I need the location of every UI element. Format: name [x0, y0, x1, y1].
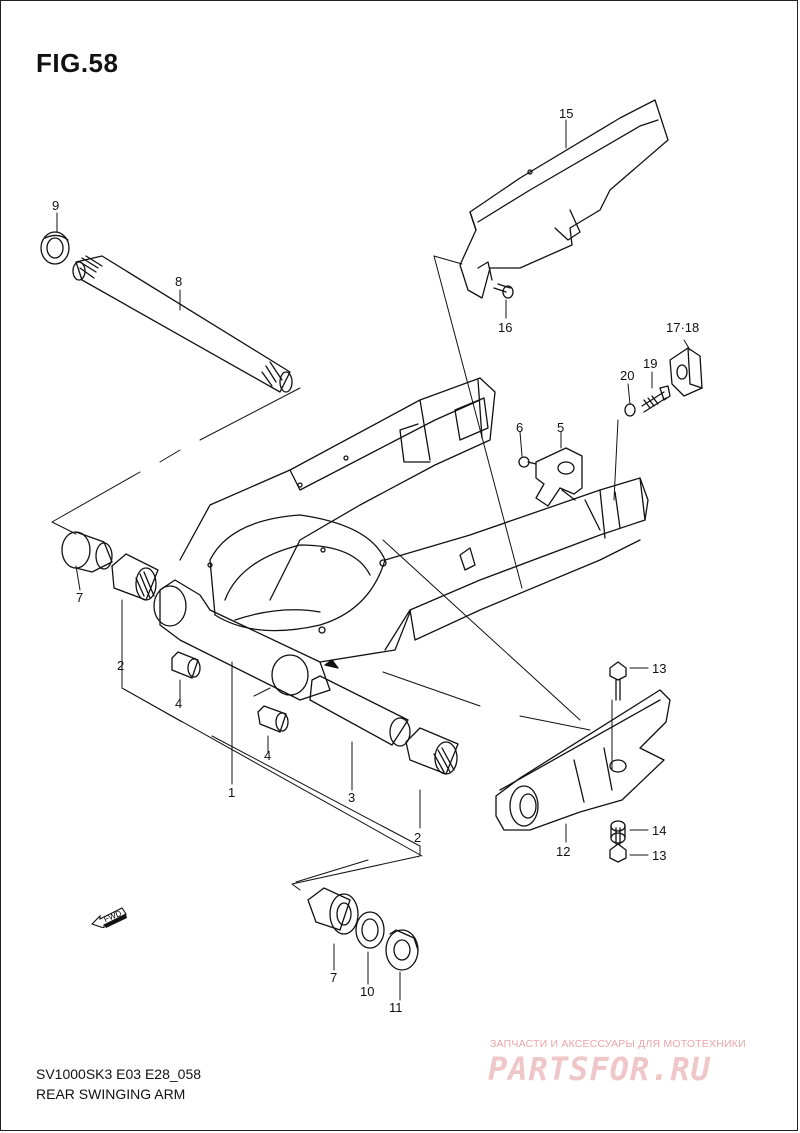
part-14-spacer: [610, 820, 626, 844]
figure-title: FIG.58: [36, 48, 119, 78]
part-10-washer: [355, 911, 385, 949]
part-3-spacer: [309, 675, 411, 747]
callout-9: 9: [52, 198, 59, 213]
callout-7-lower: 7: [330, 970, 337, 985]
part-16-screw: [493, 283, 514, 299]
callout-19: 19: [643, 356, 657, 371]
callout-13-lower: 13: [652, 848, 666, 863]
part-4-bearing-b: [257, 705, 289, 733]
fwd-arrow-icon: FWD: [90, 907, 127, 928]
watermark-caption: ЗАПЧАСТИ И АКСЕССУАРЫ ДЛЯ МОТОТЕХНИКИ: [490, 1038, 746, 1050]
callout-6: 6: [516, 420, 523, 435]
part-2-bearing-left: [111, 553, 159, 601]
callout-2-right: 2: [414, 830, 421, 845]
part-7-bush-upper: [61, 531, 113, 573]
figure-name: REAR SWINGING ARM: [36, 1086, 186, 1102]
callout-2-left: 2: [117, 658, 124, 673]
callout-12: 12: [556, 844, 570, 859]
part-17-18-cushion: [669, 347, 703, 397]
callout-5: 5: [557, 420, 564, 435]
part-11-nut: [385, 929, 419, 971]
callout-3: 3: [348, 790, 355, 805]
part-20-washer: [624, 403, 636, 417]
part-15-chain-cover: [459, 99, 669, 299]
part-12-chain-guide: [495, 689, 671, 831]
part-5-bracket: [535, 447, 583, 507]
callout-8: 8: [175, 274, 182, 289]
part-1-swing-arm: [153, 377, 649, 701]
callout-17-18: 17·18: [666, 320, 699, 335]
callout-10: 10: [360, 984, 374, 999]
watermark-logo: PARTSFOR.RU: [488, 1050, 711, 1088]
part-19-bolt: [641, 385, 671, 413]
part-4-bearing-a: [171, 651, 201, 679]
callout-7-upper: 7: [76, 590, 83, 605]
leader-lines: [51, 119, 691, 1001]
callout-14: 14: [652, 823, 666, 838]
part-8-pivot-shaft: [72, 255, 293, 393]
callout-4-left: 4: [175, 696, 182, 711]
callout-11: 11: [389, 1000, 403, 1015]
part-2-bearing-right: [405, 727, 459, 775]
part-7-bush-lower: [307, 887, 359, 935]
model-code: SV1000SK3 E03 E28_058: [36, 1066, 202, 1082]
callout-4-right: 4: [264, 748, 271, 763]
callout-16: 16: [498, 320, 512, 335]
callout-20: 20: [620, 368, 634, 383]
callout-15: 15: [559, 106, 573, 121]
callout-13-upper: 13: [652, 661, 666, 676]
callout-labels: 9 8 7 2 4 4 1 3 2 7 10 11 15 16 17·18 19…: [52, 106, 699, 1015]
part-6-bolt: [518, 456, 537, 468]
part-13-bolt-upper: [609, 661, 627, 701]
callout-1: 1: [228, 785, 235, 800]
part-9-seal: [40, 231, 70, 265]
